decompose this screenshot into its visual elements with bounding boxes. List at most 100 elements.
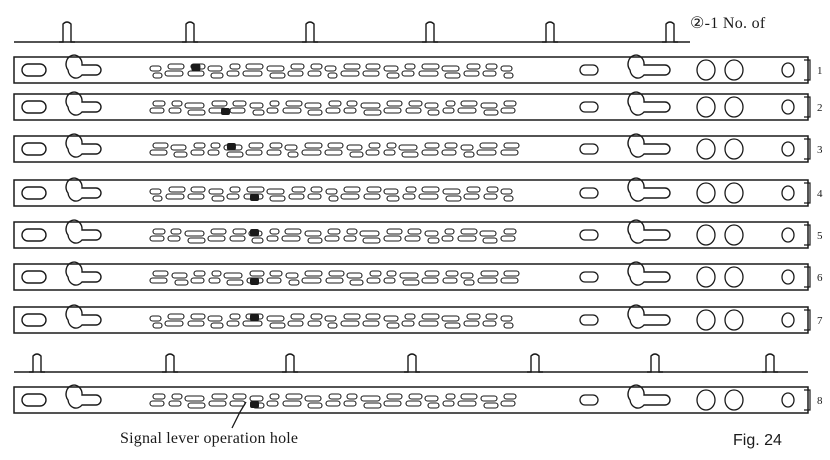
- code-hole: [325, 107, 341, 114]
- plate-outline: [13, 221, 809, 249]
- code-hole: [383, 400, 402, 407]
- code-hole: [362, 320, 380, 327]
- connector-tab: [762, 353, 778, 373]
- code-hole: [418, 70, 439, 77]
- code-hole: [479, 230, 497, 237]
- code-hole: [229, 107, 246, 114]
- code-hole: [232, 100, 247, 107]
- code-hole: [193, 270, 206, 277]
- code-hole: [386, 72, 400, 79]
- code-hole: [445, 270, 459, 277]
- code-hole: [245, 63, 264, 70]
- code-hole: [242, 320, 263, 327]
- code-hole: [269, 72, 286, 79]
- code-hole: [386, 195, 400, 202]
- code-hole: [193, 142, 206, 149]
- code-hole: [445, 195, 462, 202]
- code-hole: [343, 313, 361, 320]
- code-hole: [328, 100, 342, 107]
- code-hole: [266, 235, 279, 242]
- code-hole: [310, 186, 323, 193]
- keyhole-slot: [627, 304, 671, 329]
- code-hole: [349, 151, 364, 158]
- code-hole: [327, 228, 341, 235]
- keyhole-slot: [627, 177, 671, 202]
- code-hole: [152, 142, 169, 149]
- code-hole: [152, 270, 169, 277]
- code-hole: [340, 70, 360, 77]
- code-hole: [152, 322, 163, 329]
- keyhole-slot: [627, 133, 671, 158]
- round-hole: [696, 138, 716, 160]
- mount-hole: [21, 100, 47, 114]
- code-hole: [463, 151, 475, 158]
- code-hole: [363, 193, 381, 200]
- code-hole: [386, 393, 403, 400]
- keyhole-slot: [627, 219, 671, 244]
- code-hole: [327, 142, 344, 149]
- code-hole: [346, 144, 363, 151]
- round-hole: [724, 266, 744, 288]
- keyhole-slot: [65, 54, 102, 79]
- code-hole: [427, 109, 440, 116]
- round-hole: [696, 389, 716, 411]
- connector-tab: [29, 353, 45, 373]
- code-hole: [304, 395, 322, 402]
- code-hole: [246, 186, 265, 193]
- code-hole: [500, 188, 513, 195]
- round-hole: [724, 389, 744, 411]
- end-hole: [781, 312, 795, 328]
- code-hole: [460, 100, 478, 107]
- code-hole: [168, 400, 182, 407]
- mount-hole: [579, 394, 599, 406]
- code-hole: [149, 235, 165, 242]
- code-hole: [349, 279, 364, 286]
- code-hole: [190, 277, 205, 284]
- mount-hole: [579, 314, 599, 326]
- code-hole: [187, 70, 205, 77]
- code-hole: [441, 149, 457, 156]
- code-hole: [402, 279, 420, 286]
- code-hole: [365, 149, 380, 156]
- round-hole: [724, 224, 744, 246]
- code-hole: [229, 313, 241, 320]
- code-hole: [307, 109, 323, 116]
- code-hole: [285, 100, 303, 107]
- plate-1: 1: [13, 54, 823, 84]
- code-hole: [480, 270, 499, 277]
- plate-number-label: 7: [817, 315, 823, 327]
- keyhole-slot: [65, 133, 102, 158]
- code-hole: [457, 400, 477, 407]
- code-hole: [383, 315, 399, 322]
- plate-number-label: 4: [817, 188, 823, 200]
- code-hole: [486, 186, 499, 193]
- code-hole: [441, 315, 460, 322]
- code-hole: [170, 144, 187, 151]
- keyhole-slot: [627, 261, 671, 286]
- code-hole: [365, 63, 381, 70]
- code-hole: [290, 63, 305, 70]
- keyhole-slot: [65, 384, 102, 409]
- code-hole: [328, 393, 342, 400]
- code-hole: [304, 102, 322, 109]
- round-hole: [724, 138, 744, 160]
- code-hole: [442, 400, 455, 407]
- connector-tab: [302, 21, 318, 43]
- code-hole: [167, 63, 185, 70]
- mount-hole: [579, 143, 599, 155]
- code-hole: [269, 393, 280, 400]
- code-hole: [301, 149, 322, 156]
- signal-hole-filled: [191, 64, 201, 71]
- keyhole-slot: [65, 177, 102, 202]
- plate-2: 2: [13, 91, 823, 121]
- code-hole: [325, 400, 341, 407]
- code-hole: [287, 70, 304, 77]
- end-hole: [781, 269, 795, 285]
- code-hole: [269, 270, 283, 277]
- code-hole: [362, 70, 380, 77]
- code-hole: [402, 193, 416, 200]
- code-hole: [282, 400, 302, 407]
- keyhole-slot: [627, 54, 671, 79]
- code-hole: [421, 186, 440, 193]
- code-hole: [171, 393, 183, 400]
